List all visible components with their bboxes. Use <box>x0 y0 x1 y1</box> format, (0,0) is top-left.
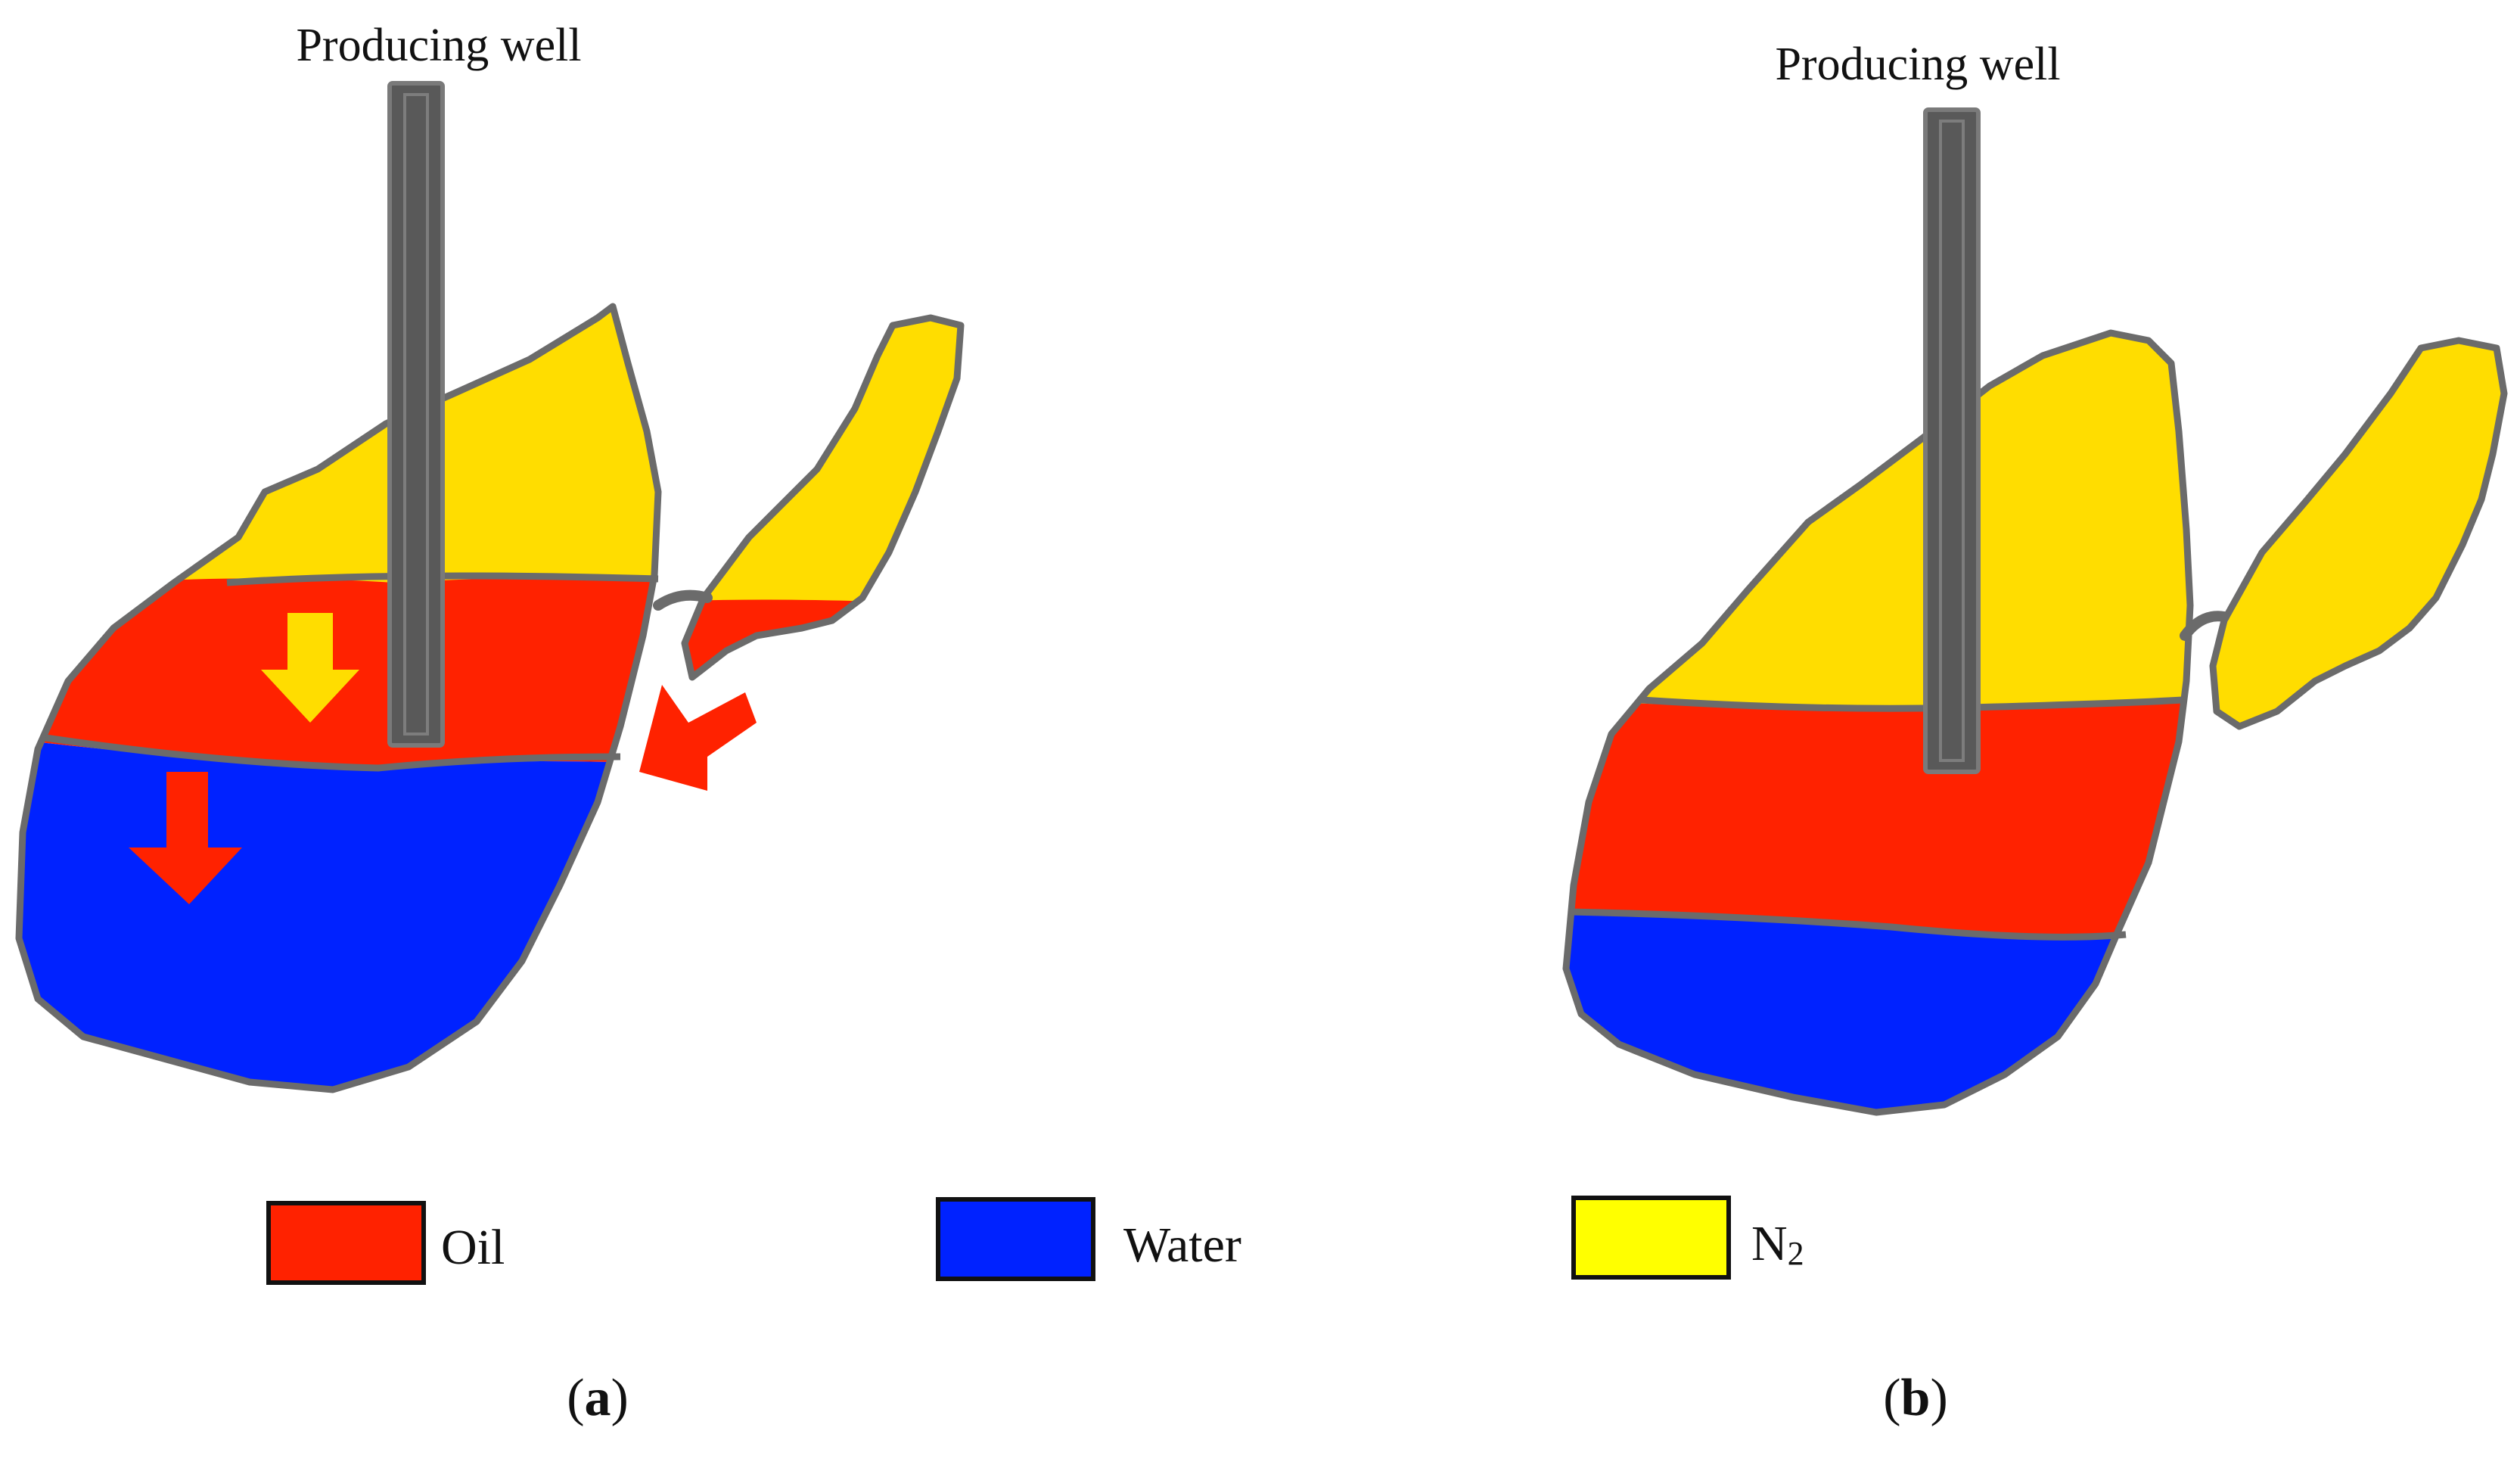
legend-item-n2: N2 <box>1571 1196 1804 1280</box>
down-arrow-oil-icon <box>129 772 242 904</box>
reservoir-outline-a <box>15 303 662 1093</box>
zone-boundary-a2 <box>45 734 621 772</box>
reservoir-outline-b <box>1562 329 2194 1116</box>
producing-well-b <box>1923 107 1981 774</box>
reservoir-main-a <box>19 306 658 1090</box>
legend-item-water: Water <box>936 1197 1241 1281</box>
legend-label-oil: Oil <box>441 1220 505 1275</box>
well-label-b: Producing well <box>1775 39 2060 90</box>
side-outline-b <box>2209 337 2508 730</box>
legend-label-n2: N2 <box>1751 1216 1804 1272</box>
legend: Oil Water N2 <box>266 1196 1804 1285</box>
down-arrow-gas-icon <box>261 613 359 723</box>
caption-a: (a) <box>567 1369 629 1427</box>
well-label-a: Producing well <box>296 20 581 71</box>
well-bore-a <box>403 93 429 736</box>
zone-boundary-b2 <box>1569 908 2127 941</box>
producing-well-a <box>387 81 445 748</box>
water-zone-a <box>19 738 658 1090</box>
reservoir-side-b <box>2213 341 2504 726</box>
water-zone-b <box>1566 912 2190 1112</box>
n2-side-b <box>2213 341 2504 726</box>
well-bore-b <box>1939 120 1965 762</box>
legend-label-water: Water <box>1123 1218 1241 1273</box>
legend-swatch-oil <box>266 1201 426 1285</box>
caption-b: (b) <box>1883 1369 1948 1427</box>
side-outline-a <box>681 314 965 681</box>
inflow-arrow-oil-icon <box>639 685 757 791</box>
oil-zone-b <box>1566 696 2190 938</box>
legend-swatch-n2 <box>1571 1196 1731 1280</box>
legend-item-oil: Oil <box>266 1201 505 1285</box>
n2-zone-b <box>1566 333 2190 711</box>
fracture-connector-b <box>2180 611 2229 641</box>
panel-a: Producing well (a) <box>15 20 965 1427</box>
reservoir-main-b <box>1566 333 2190 1112</box>
fracture-connector-a <box>653 589 713 611</box>
legend-swatch-water <box>936 1197 1095 1281</box>
reservoir-side-a <box>685 318 961 677</box>
